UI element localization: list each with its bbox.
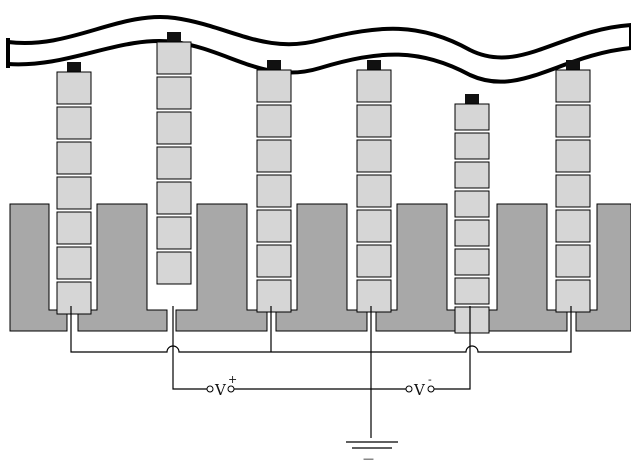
electrode-segment (454, 132, 490, 160)
electrode-segment (256, 209, 292, 243)
electrode-stacks (56, 32, 591, 334)
electrode-segment (356, 209, 392, 243)
v-minus-wire-right (434, 306, 471, 390)
v-plus-terminal-left (206, 385, 214, 393)
stack-connector (465, 94, 479, 104)
electrode-segment (356, 69, 392, 103)
electrode-segment (56, 211, 92, 245)
v-minus-terminal-right (427, 385, 435, 393)
electrode-stack (356, 60, 392, 313)
electrode-segment (256, 139, 292, 173)
electrode-segment (156, 181, 192, 215)
electrode-segment (56, 71, 92, 105)
electrode-segment (256, 244, 292, 278)
electrode-segment (356, 104, 392, 138)
electrode-segment (56, 141, 92, 175)
stack-connector (267, 60, 281, 70)
flexible-membrane (6, 14, 631, 84)
electrode-stack (256, 60, 292, 313)
wiring (70, 306, 572, 438)
electrode-stack (555, 60, 591, 313)
v-plus-wire-left (172, 306, 207, 390)
electrode-segment (356, 139, 392, 173)
electrode-segment (555, 174, 591, 208)
electrode-segment (56, 246, 92, 280)
electrode-segment (56, 281, 92, 315)
electrode-segment (555, 209, 591, 243)
electrode-segment (454, 277, 490, 305)
v-plus-label: V (214, 381, 227, 399)
electrode-segment (454, 248, 490, 276)
electrode-segment (356, 279, 392, 313)
v-plus-terminal-right (227, 385, 235, 393)
electrode-segment (555, 139, 591, 173)
electrode-segment (256, 104, 292, 138)
stack-connector (167, 32, 181, 42)
electrode-segment (156, 76, 192, 110)
electrode-segment (56, 106, 92, 140)
v-plus-sign: + (228, 373, 237, 386)
stack-connector (367, 60, 381, 70)
electrode-segment (156, 111, 192, 145)
electrode-segment (256, 174, 292, 208)
electrode-stack (56, 62, 92, 315)
electrode-segment (555, 69, 591, 103)
electrode-segment (454, 306, 490, 334)
electrode-segment (356, 244, 392, 278)
electrode-segment (454, 190, 490, 218)
electrode-segment (156, 251, 192, 285)
ground-symbol: — (346, 441, 398, 464)
electrode-stack (454, 94, 490, 334)
electrode-segment (356, 174, 392, 208)
electrode-segment (454, 219, 490, 247)
substrate-block (575, 203, 631, 332)
electrode-segment (156, 216, 192, 250)
electrode-segment (256, 279, 292, 313)
substrate (9, 203, 631, 332)
v-minus-label: V (413, 381, 426, 399)
electrode-segment (555, 279, 591, 313)
electrode-segment (56, 176, 92, 210)
electrode-segment (454, 161, 490, 189)
ground-mark: — (363, 452, 374, 464)
v-minus-sign: - (428, 373, 432, 386)
electrode-segment (555, 104, 591, 138)
v-minus-source: V - (405, 373, 435, 399)
electrode-segment (156, 146, 192, 180)
electrode-stack (156, 32, 192, 285)
electrode-segment (156, 41, 192, 75)
electrode-segment (256, 69, 292, 103)
stack-connector (67, 62, 81, 72)
substrate-block (175, 203, 268, 332)
ground-bus-wire (70, 306, 572, 353)
v-plus-source: V + (206, 373, 237, 399)
electrode-segment (555, 244, 591, 278)
membrane-band (6, 14, 631, 84)
substrate-block (475, 203, 568, 332)
stack-connector (566, 60, 580, 70)
v-minus-terminal-left (405, 385, 413, 393)
electrode-segment (454, 103, 490, 131)
